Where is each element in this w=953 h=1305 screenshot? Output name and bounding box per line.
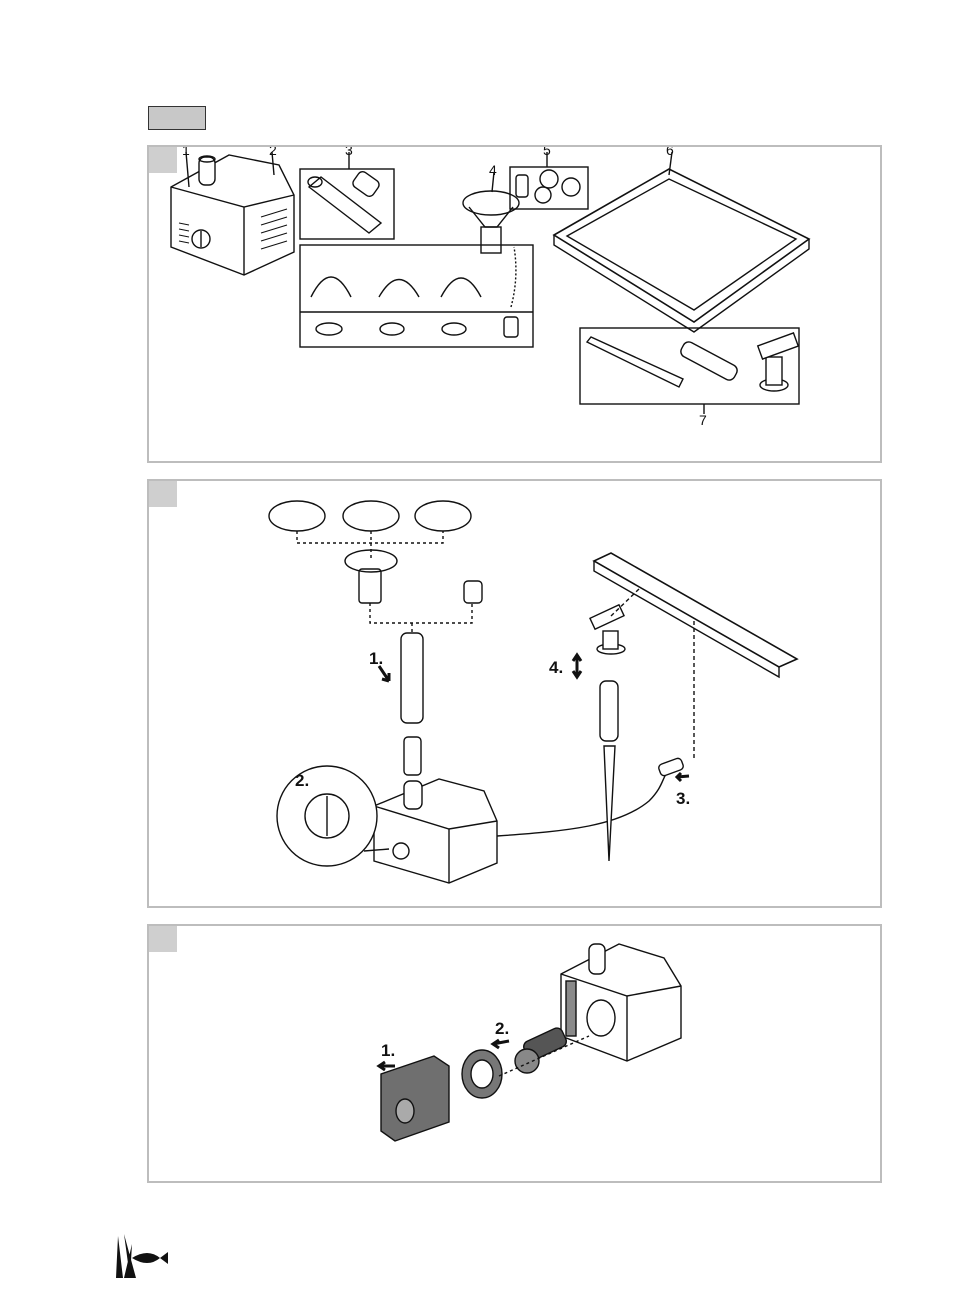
- ground-stake-icon: [604, 746, 615, 861]
- step-2-label: 2.: [495, 1019, 509, 1038]
- cleaning-illustration: 1. 2.: [149, 926, 884, 1185]
- parts-illustration: 1 2 3 4 5 6 7: [149, 147, 884, 465]
- step-2-label: 2.: [295, 771, 309, 790]
- reed-fish-logo-icon: [110, 1226, 170, 1281]
- panel-cleaning: 1. 2.: [147, 924, 882, 1183]
- nozzle-disc-icon: [343, 501, 399, 531]
- nozzle-disc-icon: [269, 501, 325, 531]
- callout-3: 3: [345, 147, 353, 158]
- pump-icon: [374, 779, 497, 883]
- callout-6: 6: [666, 147, 674, 158]
- callout-5: 5: [543, 147, 551, 158]
- section-tab: [148, 106, 206, 130]
- callout-4: 4: [489, 162, 497, 178]
- step-1-label: 1.: [381, 1041, 395, 1060]
- solar-panel-frame-icon: [554, 169, 809, 322]
- panel-parts-overview: 1 2 3 4 5 6 7: [147, 145, 882, 463]
- riser-tube-icon: [401, 633, 423, 723]
- nozzle-disc-icon: [415, 501, 471, 531]
- spray-patterns-box: [300, 245, 533, 347]
- callout-7: 7: [699, 412, 707, 428]
- assembly-illustration: 1. 2. 3. 4.: [149, 481, 884, 910]
- callout-1: 1: [182, 147, 190, 158]
- panel-assembly: 1. 2. 3. 4.: [147, 479, 882, 908]
- pump-body-icon: [561, 944, 681, 1061]
- step-3-label: 3.: [676, 789, 690, 808]
- step-4-label: 4.: [549, 658, 563, 677]
- front-cover-icon: [381, 1056, 449, 1141]
- step-1-label: 1.: [369, 649, 383, 668]
- pump-icon: [171, 155, 294, 275]
- callout-2: 2: [269, 147, 277, 158]
